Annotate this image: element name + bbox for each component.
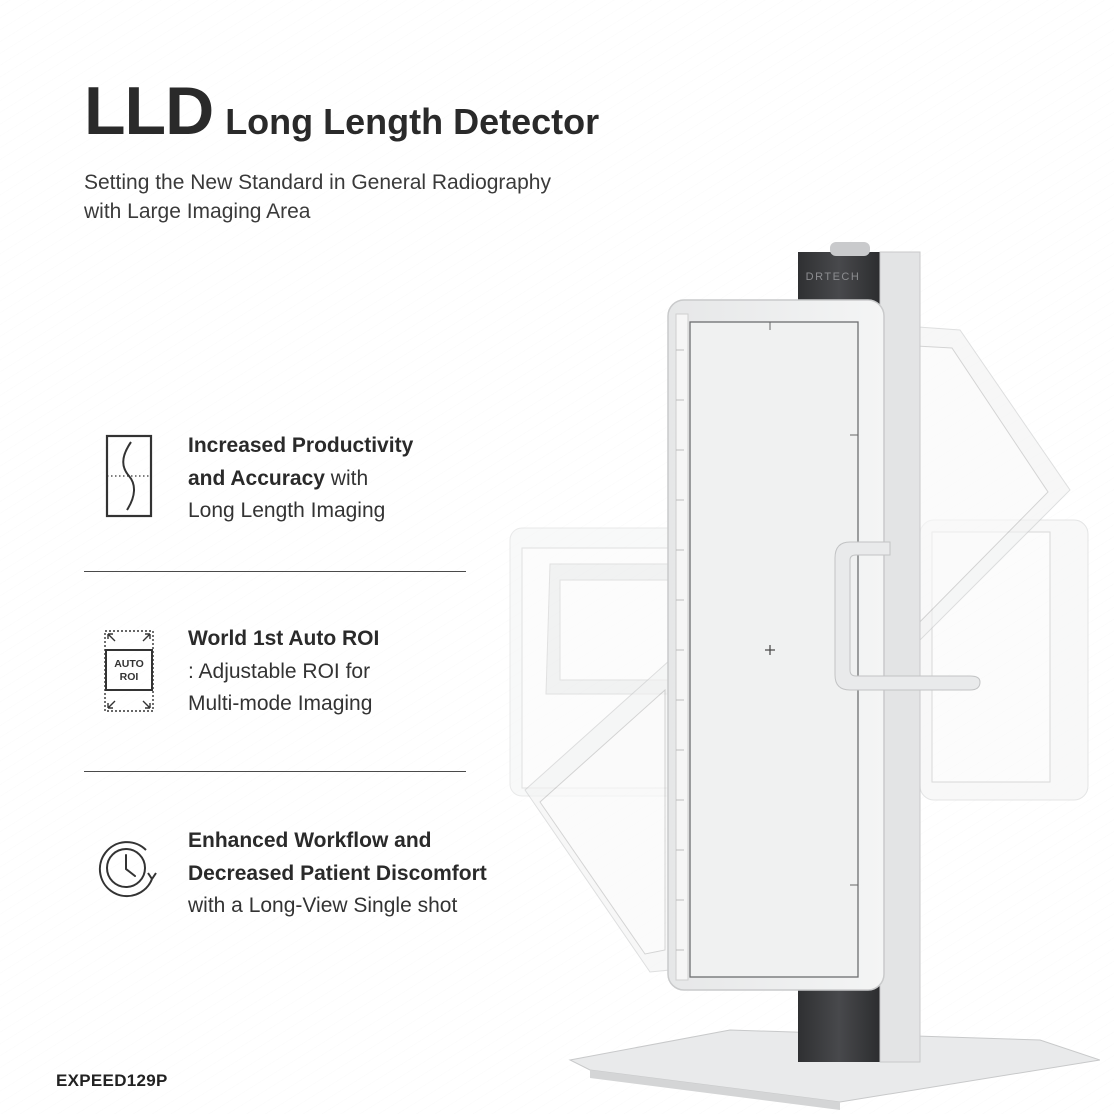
model-number: EXPEED129P (56, 1071, 168, 1090)
column-rail (879, 251, 921, 1063)
feature-3-bold-1: Enhanced Workflow and (188, 829, 432, 852)
brand-label: DRTECH (806, 271, 861, 283)
feature-2-bold: World 1st Auto ROI (188, 627, 380, 650)
stand-base (568, 1029, 1100, 1110)
feature-2-line-2: Multi-mode Imaging (188, 692, 373, 715)
main-detector-panel (667, 299, 885, 991)
divider-2 (84, 771, 466, 772)
ghost-panel-diagonal-left (524, 658, 671, 973)
feature-1-tail: with (324, 466, 369, 490)
detector-stand-illustration: DRTECH (509, 242, 1100, 1110)
column-cap (830, 242, 870, 256)
feature-workflow: Enhanced Workflow and Decreased Patient … (84, 825, 514, 925)
auto-roi-icon-text-2: ROI (120, 671, 139, 683)
auto-roi-icon: AUTO ROI (104, 630, 154, 712)
title-main: LLD (84, 73, 214, 149)
subtitle-line-2: with Large Imaging Area (84, 200, 311, 223)
divider-1 (84, 571, 466, 572)
feature-2-text: World 1st Auto ROI : Adjustable ROI for … (188, 623, 379, 721)
feature-2-line-1: : Adjustable ROI for (188, 659, 371, 683)
title-sub: Long Length Detector (225, 101, 600, 142)
page-title: LLD Long Length Detector (84, 72, 599, 150)
auto-roi-icon-text-1: AUTO (114, 658, 144, 670)
subtitle-line-1: Setting the New Standard in General Radi… (84, 171, 551, 194)
feature-3-bold-2: Decreased Patient Discomfort (188, 861, 487, 885)
feature-1-text: Increased Productivity and Accuracy with… (188, 430, 413, 528)
subtitle: Setting the New Standard in General Radi… (84, 168, 551, 226)
feature-3-text: Enhanced Workflow and Decreased Patient … (188, 825, 487, 923)
feature-1-bold-1: Increased Productivity (188, 434, 414, 457)
feature-3-rest: with a Long-View Single shot (188, 894, 458, 917)
detector-handle (834, 541, 981, 691)
spine-icon (105, 434, 153, 518)
ghost-panel-diagonal-right (879, 324, 1071, 661)
clock-cycle-icon (98, 841, 157, 898)
feature-1-rest: Long Length Imaging (188, 499, 386, 522)
feature-auto-roi: AUTO ROI World 1st Auto ROI : Adjustable… (84, 623, 514, 723)
feature-long-length-imaging: Increased Productivity and Accuracy with… (84, 430, 514, 530)
feature-1-bold-2: and Accuracy (188, 466, 325, 490)
